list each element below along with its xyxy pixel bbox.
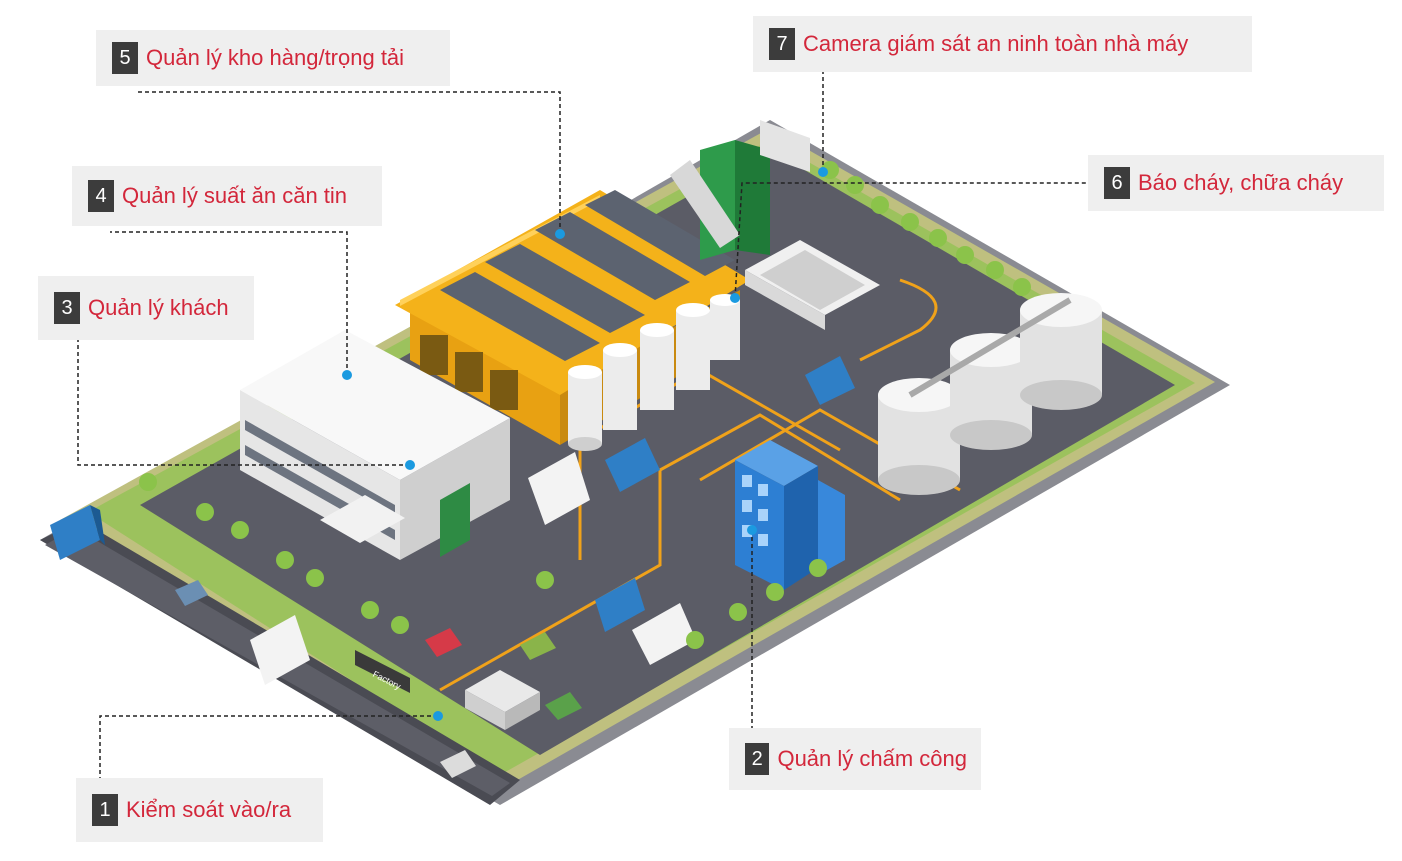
storage-tanks (878, 293, 1102, 495)
marker-7 (818, 167, 828, 177)
marker-4 (342, 370, 352, 380)
markers (342, 167, 828, 721)
car (440, 750, 476, 778)
callout-4-number: 4 (88, 180, 114, 212)
conveyor-towers (670, 120, 810, 260)
callout-3-label: Quản lý khách (88, 295, 229, 320)
leader-line-3 (77, 340, 410, 466)
truck (250, 615, 310, 685)
callout-3-number: 3 (54, 292, 80, 324)
callout-3-visitor[interactable]: 3 Quản lý khách (38, 276, 254, 340)
callout-5-label: Quản lý kho hàng/trọng tải (146, 45, 405, 70)
truck (50, 505, 105, 560)
callout-6-label: Báo cháy, chữa cháy (1138, 170, 1344, 195)
leader-line-6 (734, 182, 1088, 299)
office-building (240, 330, 510, 560)
marker-2 (747, 525, 757, 535)
car (545, 692, 582, 720)
callout-4-canteen[interactable]: 4 Quản lý suất ăn căn tin (72, 166, 382, 226)
callout-1-label: Kiểm soát vào/ra (126, 797, 292, 822)
car (520, 632, 556, 660)
marker-1 (433, 711, 443, 721)
vehicles (50, 356, 855, 778)
office-tower (735, 440, 845, 590)
callout-2-number: 2 (745, 743, 770, 775)
callout-4-label: Quản lý suất ăn căn tin (122, 183, 348, 208)
callout-2-label: Quản lý chấm công (777, 746, 967, 771)
callout-1-access-control[interactable]: 1 Kiểm soát vào/ra (76, 778, 323, 842)
callout-1-number: 1 (92, 794, 118, 826)
callout-7-camera[interactable]: 7 Camera giám sát an ninh toàn nhà máy (753, 16, 1252, 72)
leader-line-5 (135, 91, 561, 234)
callout-5-number: 5 (112, 42, 138, 74)
truck (632, 603, 696, 665)
callout-6-fire[interactable]: 6 Báo cháy, chữa cháy (1088, 155, 1384, 211)
leader-lines (77, 72, 1088, 778)
marker-5 (555, 229, 565, 239)
leader-line-1 (99, 715, 438, 778)
callout-2-attendance[interactable]: 2 Quản lý chấm công (729, 728, 981, 790)
truck (595, 578, 645, 632)
small-silos (568, 294, 740, 451)
trees (139, 161, 1031, 649)
callout-5-warehouse[interactable]: 5 Quản lý kho hàng/trọng tải (96, 30, 450, 86)
car (175, 580, 208, 606)
callout-6-number: 6 (1104, 167, 1130, 199)
truck (805, 356, 855, 405)
callout-7-number: 7 (769, 28, 795, 60)
truck (528, 452, 590, 525)
callout-7-label: Camera giám sát an ninh toàn nhà máy (803, 31, 1189, 56)
service-station (745, 240, 880, 330)
marker-6 (730, 293, 740, 303)
leader-line-4 (110, 231, 348, 375)
marker-3 (405, 460, 415, 470)
car (425, 628, 462, 657)
truck (605, 438, 660, 492)
gatehouse (465, 670, 540, 730)
